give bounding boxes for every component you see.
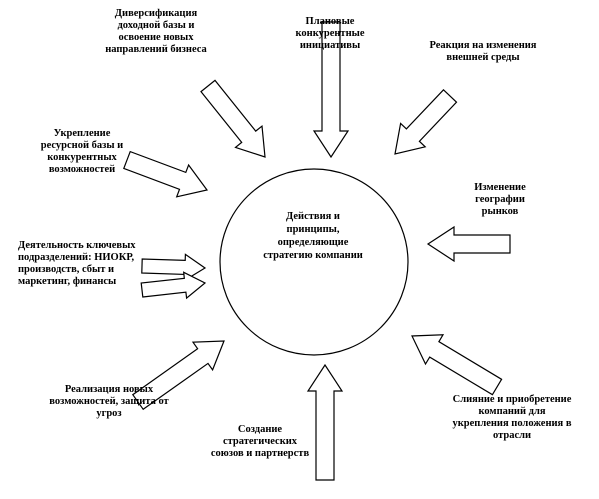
arrow-alliances [306,363,344,481]
factor-label-line: Плановые [305,16,355,27]
factor-label-line: возможностей, защита от [49,396,169,407]
center-circle [219,168,409,356]
factor-label-line: возможностей [48,164,116,175]
arrows-group [123,21,511,481]
factor-label-geography: Изменение географии рынков [452,182,548,218]
factor-label-opportunities: Реализация новых возможностей, защита от… [30,384,188,420]
factor-label-line: Изменение [474,182,526,193]
factor-label-line: географии [475,194,525,205]
factor-label-line: инициативы [299,40,361,51]
factor-label-line: рынков [481,206,519,217]
factor-label-key-divisions: Деятельность ключевых подразделений: НИО… [18,240,168,288]
factor-label-line: конкурентные [295,28,365,39]
factor-label-line: союзов и партнерств [210,448,310,459]
factor-label-line: подразделений: НИОКР, [18,252,135,263]
factor-label-line: внешней среды [446,52,520,63]
factor-label-diversification: Диверсификация доходной базы и освоение … [100,8,212,56]
center-label-line: стратегию компании [263,250,363,261]
factor-label-line: маркетинг, финансы [18,276,117,287]
factor-label-external-reaction: Реакция на изменения внешней среды [418,40,548,64]
factor-label-line: ресурсной базы и [40,140,124,151]
arrow-mergers [411,334,503,396]
factor-label-line: стратегических [222,436,298,447]
factor-label-line: производств, сбыт и [18,264,115,275]
arrow-key-divisions-lower [140,271,207,300]
factor-label-line: освоение новых [118,32,194,43]
factor-label-line: Деятельность ключевых [18,240,136,251]
factor-label-line: конкурентных [47,152,117,163]
center-label-line: определяющие [277,237,349,248]
factor-label-line: Создание [237,424,283,435]
factor-label-resource-base: Укрепление ресурсной базы и конкурентных… [28,128,136,176]
factor-label-line: компаний для [478,406,546,417]
factor-label-line: Реализация новых [64,384,154,395]
arrow-opportunities [131,340,225,411]
factor-label-line: угроз [96,408,122,419]
center-label-line: Действия и [286,211,340,222]
factor-label-line: Диверсификация [114,8,198,19]
factor-label-line: Слияние и приобретение [452,394,572,405]
arrow-geography [426,225,511,263]
arrow-diversification [200,79,266,158]
factor-label-line: укрепления положения в [452,418,572,429]
arrow-planned-competitive [312,21,350,159]
factor-label-line: направлений бизнеса [105,44,207,55]
arrow-resource-base [123,150,209,198]
factor-label-line: Реакция на изменения [429,40,537,51]
factor-label-mergers: Слияние и приобретение компаний для укре… [430,394,594,442]
center-label-line: принципы, [286,224,340,235]
factor-label-line: Укрепление [53,128,111,139]
factor-label-line: доходной базы и [117,20,195,31]
center-label: Действия и принципы, определяющие страте… [248,210,378,262]
factor-label-alliances: Создание стратегических союзов и партнер… [200,424,320,460]
factor-label-line: отрасли [492,430,532,441]
factor-label-planned-competitive: Плановые конкурентные инициативы [290,16,370,52]
arrow-external-reaction [394,88,458,155]
